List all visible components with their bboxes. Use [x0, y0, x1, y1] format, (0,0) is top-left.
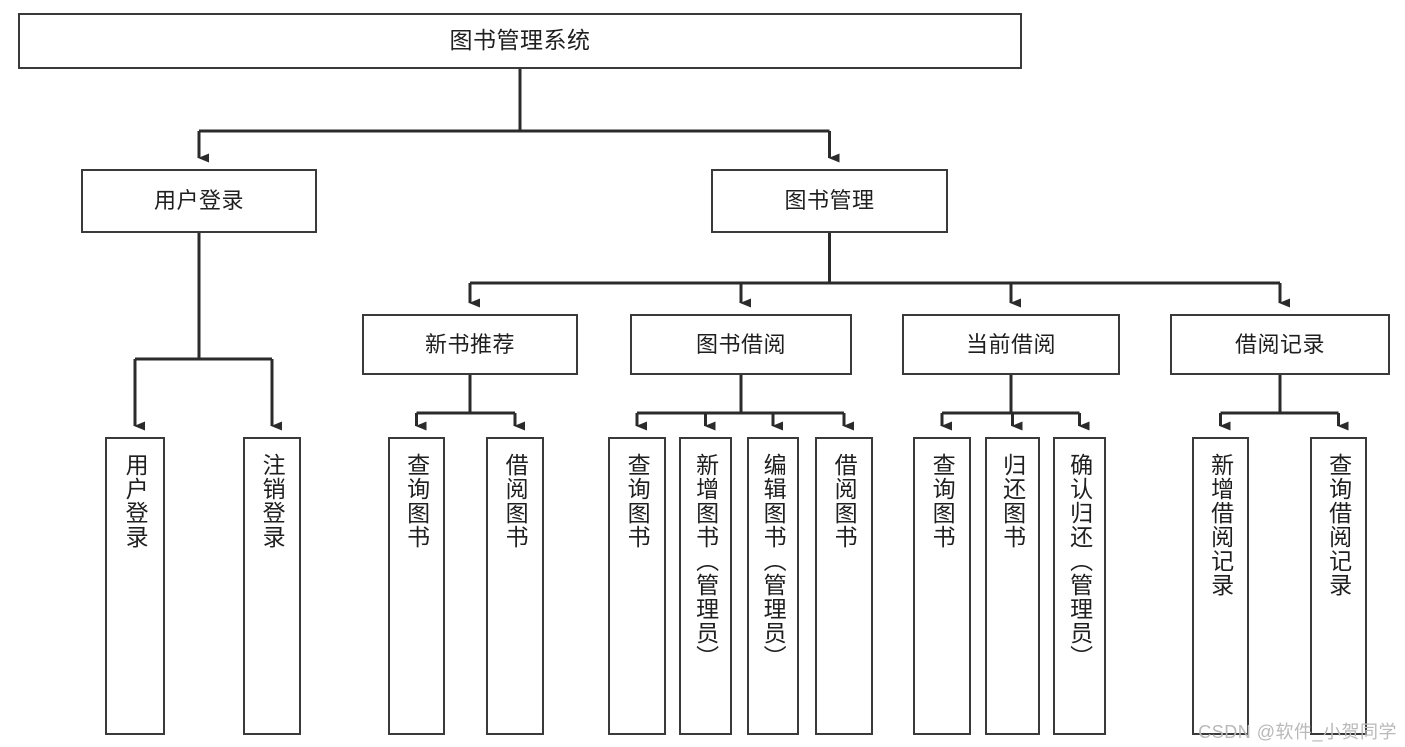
node-label: 借阅图书 — [502, 453, 529, 549]
node-leaf-return-book[interactable]: 归还图书 — [985, 437, 1040, 735]
node-label: 查询借阅记录 — [1325, 453, 1352, 597]
node-user-login[interactable]: 用户登录 — [81, 169, 317, 233]
node-book-manage[interactable]: 图书管理 — [711, 169, 948, 233]
watermark-text: CSDN @软件_小贺同学 — [1198, 722, 1397, 742]
node-leaf-user-login[interactable]: 用户登录 — [105, 437, 165, 735]
node-label: 归还图书 — [999, 453, 1026, 549]
node-label: 用户登录 — [122, 453, 149, 549]
node-label: 新增借阅记录 — [1207, 453, 1234, 597]
node-leaf-query-book-borrow[interactable]: 查询图书 — [608, 437, 666, 735]
node-leaf-logout[interactable]: 注销登录 — [243, 437, 301, 735]
node-label: 确认归还（管理员） — [1066, 453, 1093, 669]
node-label: 图书管理 — [784, 188, 875, 214]
node-label: 新书推荐 — [424, 331, 515, 357]
node-leaf-add-record[interactable]: 新增借阅记录 — [1192, 437, 1249, 735]
node-label: 图书借阅 — [695, 331, 786, 357]
node-label: 当前借阅 — [965, 331, 1056, 357]
node-leaf-query-book-rec[interactable]: 查询图书 — [388, 437, 445, 735]
node-label: 编辑图书（管理员） — [760, 453, 787, 669]
node-leaf-borrow-book-rec[interactable]: 借阅图书 — [486, 437, 544, 735]
node-label: 注销登录 — [259, 453, 286, 549]
node-borrow-record[interactable]: 借阅记录 — [1170, 314, 1390, 375]
node-leaf-query-record[interactable]: 查询借阅记录 — [1310, 437, 1367, 735]
node-new-book-rec[interactable]: 新书推荐 — [362, 314, 578, 375]
node-label: 查询图书 — [624, 453, 651, 549]
node-current-borrow[interactable]: 当前借阅 — [902, 314, 1120, 375]
node-leaf-borrow-book[interactable]: 借阅图书 — [815, 437, 873, 735]
node-leaf-edit-book[interactable]: 编辑图书（管理员） — [747, 437, 799, 735]
node-leaf-add-book[interactable]: 新增图书（管理员） — [679, 437, 732, 735]
node-label: 新增图书（管理员） — [692, 453, 719, 669]
node-label: 图书管理系统 — [449, 27, 591, 54]
node-root[interactable]: 图书管理系统 — [18, 13, 1022, 69]
node-label: 用户登录 — [153, 188, 244, 214]
node-leaf-query-book-cur[interactable]: 查询图书 — [913, 437, 971, 735]
node-book-borrow[interactable]: 图书借阅 — [630, 314, 852, 375]
node-label: 查询图书 — [403, 453, 430, 549]
node-label: 查询图书 — [929, 453, 956, 549]
node-label: 借阅图书 — [831, 453, 858, 549]
node-leaf-confirm-return[interactable]: 确认归还（管理员） — [1053, 437, 1106, 735]
node-label: 借阅记录 — [1234, 331, 1325, 357]
